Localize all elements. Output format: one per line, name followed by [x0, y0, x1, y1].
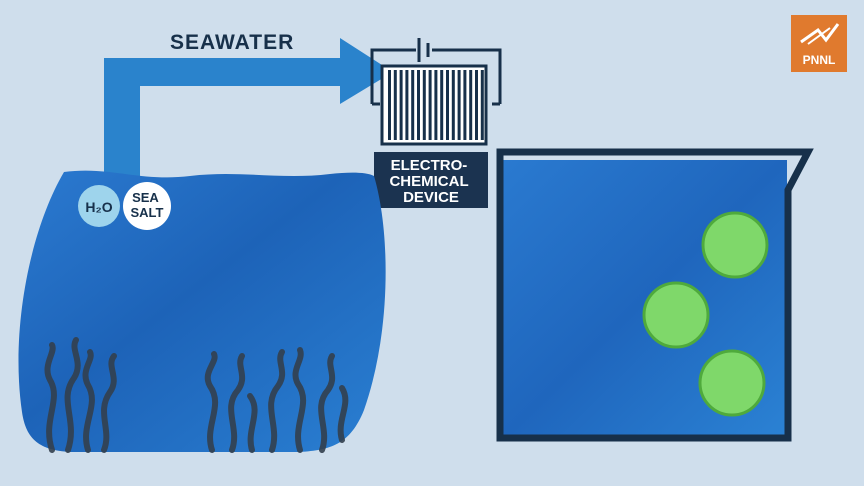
electrode-plate [440, 70, 444, 140]
electrode-plate [388, 70, 391, 140]
electrode-plate [417, 70, 420, 140]
tank-water [18, 170, 386, 452]
pnnl-logo-icon: PNNL [791, 15, 847, 72]
electrode-plate [434, 70, 438, 140]
electrode-plate [411, 70, 415, 140]
seawater-arrow-icon [104, 38, 393, 182]
electrode-stack-icon [380, 64, 488, 146]
sea-salt-badge: SEA SALT [123, 182, 171, 230]
h2o-badge: H₂O [78, 185, 120, 227]
battery-icon [417, 38, 430, 62]
electrode-plate [428, 70, 432, 140]
svg-text:SEA SALT: SEA SALT [131, 190, 164, 220]
device-label-box [374, 152, 488, 208]
beaker-outline [496, 148, 814, 442]
mineral-particle-icon [642, 211, 769, 417]
electrode-plate [399, 70, 403, 140]
beaker [496, 148, 814, 442]
electrode-plate [469, 70, 473, 140]
electrode-plate [393, 70, 397, 140]
device-label: ELECTRO- CHEMICAL DEVICE [389, 157, 472, 206]
electrode-plate [475, 70, 478, 140]
electrode-plate [463, 70, 467, 140]
electrode-plate [451, 70, 455, 140]
electrode-plate [457, 70, 461, 140]
seawater-tank [18, 170, 386, 453]
electrode-plate [405, 70, 409, 140]
svg-text:PNNL: PNNL [803, 53, 836, 67]
electrochemical-device: ELECTRO- CHEMICAL DEVICE [370, 38, 502, 208]
electrode-plate [422, 70, 426, 140]
electrode-plate [480, 70, 484, 140]
seaweed-icon [44, 337, 349, 453]
svg-text:H₂O: H₂O [85, 199, 112, 215]
electrode-plate [446, 70, 449, 140]
seawater-label: SEAWATER [170, 31, 294, 54]
